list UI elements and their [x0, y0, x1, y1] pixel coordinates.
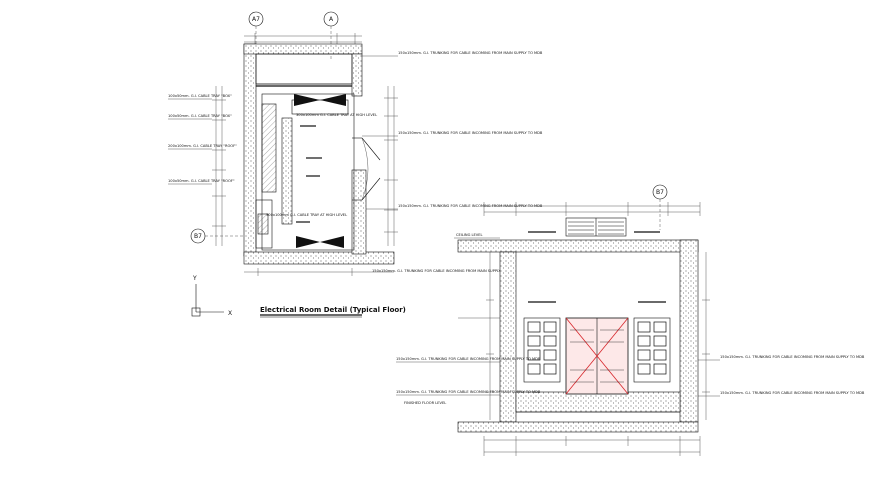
svg-text:150x150mm. G.I. TRUNKING FOR C: 150x150mm. G.I. TRUNKING FOR CABLE INCOM…	[398, 131, 543, 135]
svg-text:150x150mm. G.I. TRUNKING FOR C: 150x150mm. G.I. TRUNKING FOR CABLE INCOM…	[396, 357, 541, 361]
elevation-view: B7 CEILING LE	[396, 184, 865, 456]
grid-bubble-a7: A7	[248, 11, 264, 60]
svg-text:B7: B7	[656, 189, 664, 196]
svg-text:CEILING LEVEL: CEILING LEVEL	[456, 233, 483, 237]
svg-text:X: X	[228, 310, 232, 317]
panel-group-right	[633, 301, 671, 383]
plan-title: Electrical Room Detail (Typical Floor)	[260, 306, 406, 318]
panel-group-left	[523, 301, 561, 383]
svg-text:150x150mm. G.I. TRUNKING FOR C: 150x150mm. G.I. TRUNKING FOR CABLE INCOM…	[372, 269, 517, 273]
svg-text:100x50mm. G.I. CABLE TRAY "BOX: 100x50mm. G.I. CABLE TRAY "BOX"	[168, 94, 232, 98]
svg-text:A: A	[329, 16, 334, 23]
svg-text:Y: Y	[192, 275, 197, 282]
plan-notes-right: 150x150mm. G.I. TRUNKING FOR CABLE INCOM…	[362, 51, 543, 273]
double-door	[565, 317, 629, 395]
svg-text:150x150mm. G.I. TRUNKING FOR C: 150x150mm. G.I. TRUNKING FOR CABLE INCOM…	[720, 355, 865, 359]
louver-vents	[565, 217, 627, 237]
svg-text:B7: B7	[194, 233, 202, 240]
svg-text:100x50mm. G.I. CABLE TRAY "ROO: 100x50mm. G.I. CABLE TRAY "ROOF"	[168, 179, 235, 183]
plan-view: A7 A	[168, 11, 543, 318]
svg-text:200x100mm. G.I. CABLE TRAY "RO: 200x100mm. G.I. CABLE TRAY "ROOF"	[168, 144, 237, 148]
svg-text:150x150mm. G.I. TRUNKING FOR C: 150x150mm. G.I. TRUNKING FOR CABLE INCOM…	[396, 390, 541, 394]
svg-text:150x150mm. G.I. TRUNKING FOR C: 150x150mm. G.I. TRUNKING FOR CABLE INCOM…	[720, 391, 865, 395]
svg-text:150x150mm. G.I. TRUNKING FOR C: 150x150mm. G.I. TRUNKING FOR CABLE INCOM…	[398, 204, 543, 208]
grid-bubble-b7-plan: B7	[190, 228, 244, 244]
plan-door	[352, 137, 381, 201]
elevation-notes-right: 150x150mm. G.I. TRUNKING FOR CABLE INCOM…	[698, 355, 865, 397]
plan-notes-left: 100x50mm. G.I. CABLE TRAY "BOX" 100x50mm…	[168, 94, 237, 185]
svg-text:FINISHED FLOOR LEVEL: FINISHED FLOOR LEVEL	[404, 401, 446, 405]
svg-text:300x100mm G.I. CABLE TRAY AT H: 300x100mm G.I. CABLE TRAY AT HIGH LEVEL	[296, 113, 377, 117]
plan-notes-inner: 300x100mm G.I. CABLE TRAY AT HIGH LEVEL …	[266, 113, 377, 217]
ucs-icon: Y X	[191, 275, 232, 317]
svg-text:Electrical Room Detail (Typica: Electrical Room Detail (Typical Floor)	[260, 306, 406, 314]
grid-bubble-a: A	[323, 11, 339, 60]
svg-text:A7: A7	[252, 16, 260, 23]
grid-bubble-b7-elev: B7	[652, 184, 668, 230]
svg-text:150x150mm. G.I. TRUNKING FOR C: 150x150mm. G.I. TRUNKING FOR CABLE INCOM…	[398, 51, 543, 55]
svg-text:100x50mm. G.I. CABLE TRAY "BOX: 100x50mm. G.I. CABLE TRAY "BOX"	[168, 114, 232, 118]
elevation-notes-left: 150x150mm. G.I. TRUNKING FOR CABLE INCOM…	[396, 357, 541, 405]
svg-text:300x100mm G.I. CABLE TRAY AT H: 300x100mm G.I. CABLE TRAY AT HIGH LEVEL	[266, 213, 347, 217]
